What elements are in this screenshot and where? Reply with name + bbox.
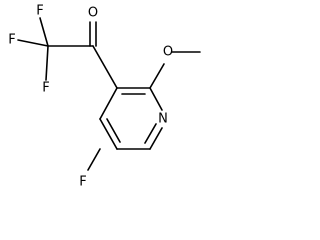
atom-f3: F [42,81,49,96]
molecule-diagram: F F F O O N F [8,4,201,190]
bond-c-f3 [45,45,49,81]
bond-c4-c3 [99,87,118,120]
bond-n-c6 [149,127,163,150]
bond-c-f2 [39,17,49,47]
atom-f-ring: F [79,175,86,190]
bond-c5-c4-inner [106,118,121,143]
structure-canvas: F F F O O N F [8,3,201,190]
bond-carbonyl-ring [92,45,118,89]
atom-labels: F F F O O N F [8,4,173,190]
bond-c5-f [87,148,101,171]
bond-n-c6-inner [144,123,157,144]
bond-c2-omethoxy [149,63,165,89]
bond-c5-c4 [99,118,118,150]
bond-c2-n [149,87,163,111]
atom-f1: F [8,33,15,48]
bond-c-f1 [17,39,49,47]
bonds [17,17,201,171]
atom-o-carbonyl: O [88,6,98,21]
atom-f2: F [36,4,43,19]
atom-o-methoxy: O [163,45,173,60]
atom-n-ring: N [158,112,168,127]
